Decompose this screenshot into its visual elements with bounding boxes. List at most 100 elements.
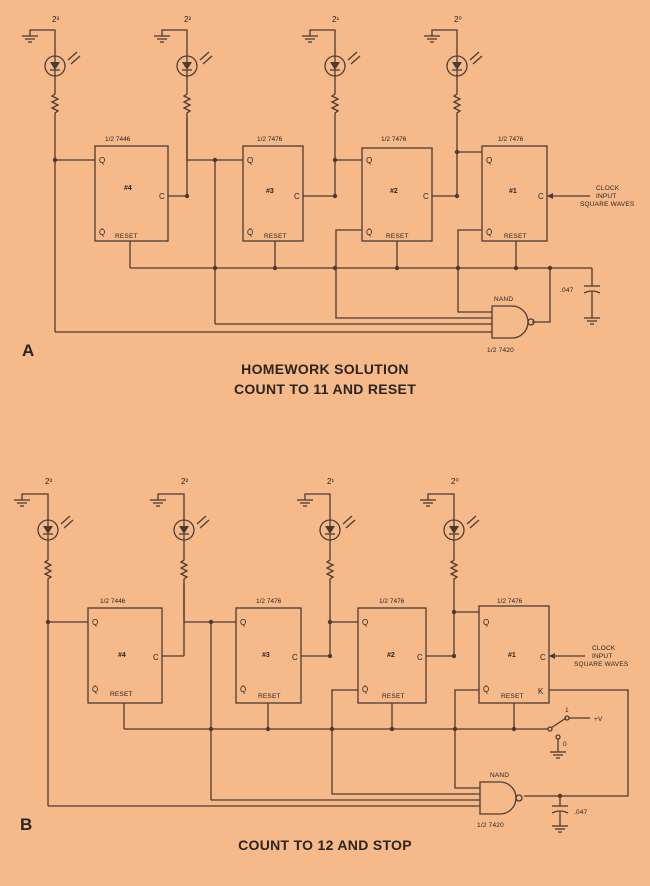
pin-reset: RESET — [258, 693, 281, 700]
switch-label-zero: 0 — [563, 741, 567, 748]
capacitor-b: .047 — [551, 793, 587, 833]
flipflop-3: 1/2 7476 #3 Q Q̄ C RESET — [242, 136, 304, 242]
led-icon — [443, 515, 480, 541]
diagram-a: 2³ 2² 2¹ 2⁰ 1/2 7446 #4 Q — [21, 15, 635, 397]
nand-label: NAND — [494, 296, 513, 303]
pin-q: Q — [483, 618, 489, 627]
flipflop-4: 1/2 7446 #4 Q Q̄ C RESET — [94, 136, 169, 242]
pin-q: Q — [240, 618, 246, 627]
flipflop-3: 1/2 7476 #3 Q Q̄ C RESET — [235, 598, 302, 704]
led-icon — [37, 515, 74, 541]
wiring-a: CLOCK INPUT SQUARE WAVES .047 N — [129, 117, 635, 354]
nand-gate-a: NAND 1/2 7420 — [487, 296, 535, 354]
pin-qbar: Q̄ — [362, 685, 368, 694]
flipflop-number: #4 — [118, 652, 126, 659]
flipflop-number: #1 — [509, 188, 517, 195]
diagram-a-title-line2: COUNT TO 11 AND RESET — [234, 381, 416, 397]
pin-qbar: Q̄ — [483, 685, 489, 694]
pin-reset: RESET — [504, 233, 527, 240]
led-column-bit0: 2⁰ — [419, 477, 480, 615]
led-column-bit1: 2¹ — [301, 15, 361, 163]
led-weight-label: 2³ — [52, 15, 59, 24]
pin-q: Q — [486, 156, 492, 165]
led-column-bit0: 2⁰ — [423, 15, 483, 155]
pin-reset: RESET — [115, 233, 138, 240]
capacitor-label: .047 — [560, 287, 574, 294]
pin-c: C — [417, 653, 423, 662]
clock-label: SQUARE WAVES — [580, 201, 635, 208]
led-weight-label: 2¹ — [327, 477, 334, 486]
pin-qbar: Q̄ — [366, 228, 372, 237]
chip-part-label: 1/2 7446 — [100, 598, 126, 605]
flipflop-2: 1/2 7476 #2 Q Q̄ C RESET — [361, 136, 433, 242]
flipflop-number: #2 — [390, 188, 398, 195]
diagram-b: 2³ 2² 2¹ 2⁰ 1/2 7446 #4 Q Q̄ — [13, 477, 629, 853]
led-icon — [319, 515, 356, 541]
switch-label-one: 1 — [565, 707, 569, 714]
led-icon — [173, 515, 210, 541]
pin-qbar: Q̄ — [247, 228, 253, 237]
pin-c: C — [153, 653, 159, 662]
led-icon — [324, 51, 361, 77]
pin-q: Q — [362, 618, 368, 627]
pin-c: C — [292, 653, 298, 662]
clock-label: INPUT — [592, 653, 613, 660]
chip-part-label: 1/2 7476 — [497, 598, 523, 605]
panel-label-a: A — [22, 341, 34, 360]
nand-part-label: 1/2 7420 — [487, 347, 514, 354]
led-icon — [176, 51, 213, 77]
flipflop-1: 1/2 7476 #1 Q Q̄ C RESET — [481, 136, 548, 242]
led-column-bit2: 2² — [153, 15, 213, 199]
flipflop-1: 1/2 7476 #1 Q Q̄ C K RESET — [478, 598, 550, 704]
chip-part-label: 1/2 7476 — [257, 136, 283, 143]
chip-part-label: 1/2 7446 — [105, 136, 131, 143]
led-weight-label: 2³ — [45, 477, 52, 486]
led-column-bit2: 2² — [149, 477, 210, 657]
wiring-b: CLOCK INPUT SQUARE WAVES 1 +V 0 — [123, 583, 629, 833]
pin-c: C — [423, 192, 429, 201]
pin-q: Q — [366, 156, 372, 165]
flipflop-4: 1/2 7446 #4 Q Q̄ C RESET — [87, 598, 163, 704]
flipflop-number: #2 — [387, 652, 395, 659]
flipflop-number: #1 — [508, 652, 516, 659]
pin-c: C — [159, 192, 165, 201]
pin-reset: RESET — [386, 233, 409, 240]
clock-label: CLOCK — [596, 185, 620, 192]
flipflop-2: 1/2 7476 #2 Q Q̄ C RESET — [357, 598, 427, 704]
led-icon — [44, 51, 81, 77]
led-column-bit3: 2³ — [13, 477, 480, 807]
led-weight-label: 2¹ — [332, 15, 339, 24]
flipflop-number: #4 — [124, 185, 132, 192]
led-weight-label: 2⁰ — [454, 15, 462, 24]
clock-label: SQUARE WAVES — [574, 661, 629, 668]
pin-c: C — [294, 192, 300, 201]
led-icon — [446, 51, 483, 77]
diagram-a-title-line1: HOMEWORK SOLUTION — [241, 361, 409, 377]
pin-qbar: Q̄ — [99, 228, 105, 237]
pin-q: Q — [99, 156, 105, 165]
capacitor-a: .047 — [560, 268, 601, 325]
reset-switch: 1 +V 0 — [547, 707, 603, 759]
pin-qbar: Q̄ — [240, 685, 246, 694]
nand-gate-b: NAND 1/2 7420 — [477, 772, 523, 829]
flipflop-number: #3 — [262, 652, 270, 659]
flipflop-number: #3 — [266, 188, 274, 195]
clock-label: CLOCK — [592, 645, 616, 652]
chip-part-label: 1/2 7476 — [498, 136, 524, 143]
pin-c: C — [538, 192, 544, 201]
pin-reset: RESET — [110, 691, 133, 698]
pin-k: K — [538, 687, 544, 696]
led-column-bit1: 2¹ — [296, 477, 356, 625]
pin-q: Q — [247, 156, 253, 165]
pin-reset: RESET — [382, 693, 405, 700]
chip-part-label: 1/2 7476 — [379, 598, 405, 605]
pin-c: C — [540, 653, 546, 662]
pin-qbar: Q̄ — [486, 228, 492, 237]
pin-qbar: Q̄ — [92, 685, 98, 694]
chip-part-label: 1/2 7476 — [381, 136, 407, 143]
led-weight-label: 2² — [184, 15, 191, 24]
chip-part-label: 1/2 7476 — [256, 598, 282, 605]
supply-label: +V — [594, 716, 603, 723]
panel-label-b: B — [20, 815, 32, 834]
